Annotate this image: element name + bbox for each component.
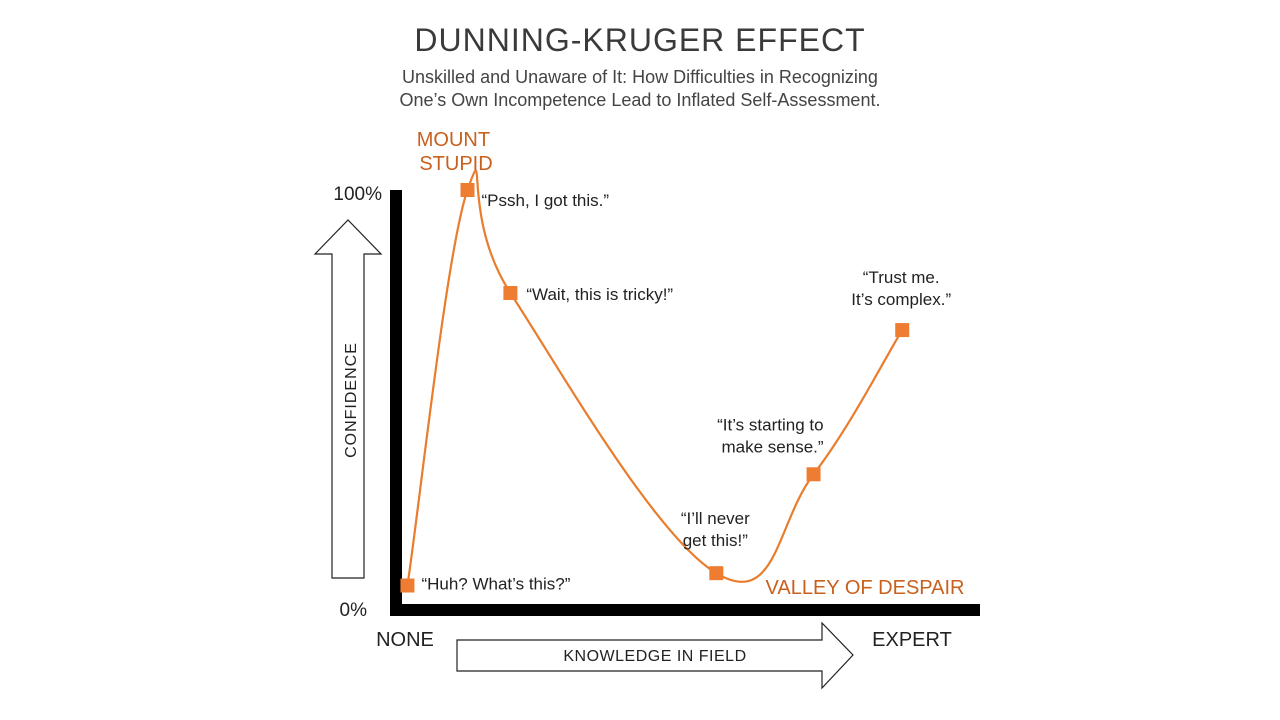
data-point-label-line: “Pssh, I got this.”	[482, 191, 610, 210]
data-point-marker	[460, 183, 475, 197]
annotation-mount-stupid-line-1: MOUNT	[417, 129, 490, 151]
data-point-label: “I’ll never get this!”	[681, 509, 750, 550]
data-point-label-line: make sense.”	[722, 437, 824, 456]
data-point-label: “Trust me. It’s complex.”	[851, 268, 951, 309]
y-axis-label: CONFIDENCE	[343, 342, 360, 458]
data-point-marker	[400, 578, 415, 593]
data-point-marker	[806, 467, 821, 482]
chart-title: DUNNING-KRUGER EFFECT	[414, 22, 866, 58]
data-point-label-line: get this!”	[683, 531, 749, 550]
x-tick-label-right: EXPERT	[872, 629, 952, 651]
y-axis-arrow	[313, 219, 383, 579]
data-point-label: “Wait, this is tricky!”	[526, 285, 673, 304]
x-tick-label-left: NONE	[376, 629, 434, 651]
subtitle-line-1: Unskilled and Unaware of It: How Difficu…	[402, 67, 878, 87]
x-axis-arrow	[456, 621, 854, 690]
data-point-label: “It’s starting to make sense.”	[717, 415, 824, 456]
data-point-label-line: “It’s starting to	[717, 415, 823, 434]
data-point-label: “Huh? What’s this?”	[421, 575, 570, 594]
subtitle-line-2: One’s Own Incompetence Lead to Inflated …	[399, 90, 881, 110]
series-markers	[400, 183, 910, 593]
y-axis	[390, 190, 402, 616]
annotation-mount-stupid-line-2: STUPID	[419, 153, 492, 175]
chart-subtitle: Unskilled and Unaware of It: How Difficu…	[0, 66, 1280, 112]
data-point-marker	[895, 323, 910, 338]
y-tick-label-bottom: 0%	[340, 600, 368, 621]
x-axis-label: KNOWLEDGE IN FIELD	[563, 648, 746, 665]
data-point-label: “Pssh, I got this.”	[482, 191, 610, 210]
data-point-label-line: It’s complex.”	[851, 290, 951, 309]
data-point-marker	[709, 566, 724, 581]
y-tick-label-top: 100%	[333, 184, 382, 205]
x-axis	[390, 604, 980, 616]
annotation-mount-stupid: MOUNT STUPID	[417, 129, 496, 175]
data-point-label-line: “Huh? What’s this?”	[421, 575, 570, 594]
data-point-label-line: “I’ll never	[681, 509, 750, 528]
series-line	[406, 169, 904, 586]
annotation-valley-of-despair: VALLEY OF DESPAIR	[766, 577, 965, 599]
point-labels: “Huh? What’s this?” “Pssh, I got this.” “W…	[421, 191, 951, 594]
data-point-label-line: “Trust me.	[863, 268, 940, 287]
data-point-marker	[503, 286, 518, 300]
data-point-label-line: “Wait, this is tricky!”	[526, 285, 673, 304]
